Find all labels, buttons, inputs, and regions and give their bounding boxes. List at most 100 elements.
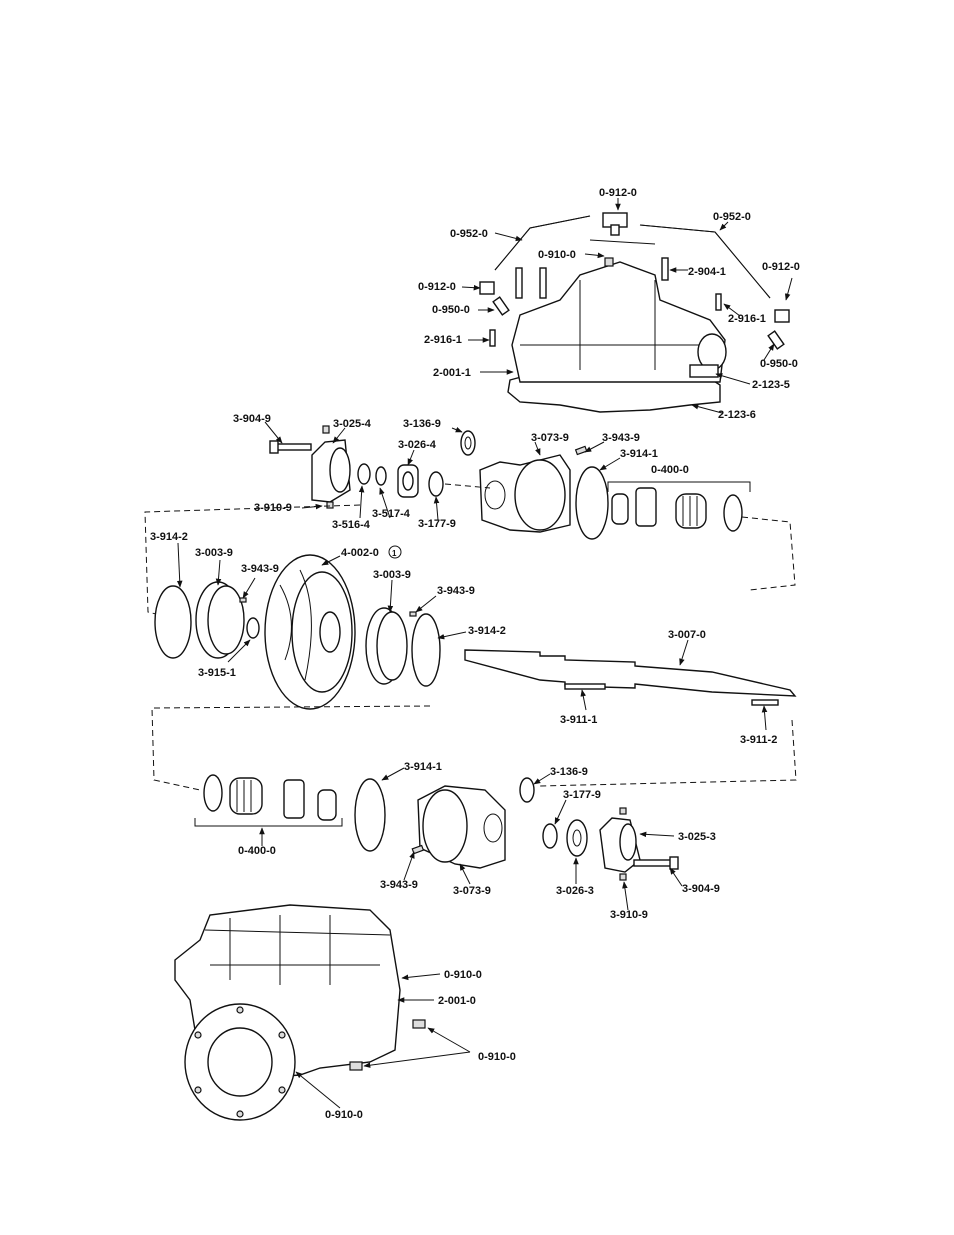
label-0-910-0: 0-910-0 bbox=[325, 1109, 363, 1121]
seal-ring bbox=[611, 493, 629, 525]
label-2-916-1: 2-916-1 bbox=[728, 313, 766, 325]
label-3-073-9: 3-073-9 bbox=[531, 432, 569, 444]
label-3-007-0: 3-007-0 bbox=[668, 629, 706, 641]
key-3-911-1 bbox=[564, 683, 606, 690]
label-3-517-4: 3-517-4 bbox=[372, 508, 411, 520]
key-ring bbox=[246, 617, 260, 639]
part-labels: 0-912-0 0-952-0 0-952-0 0-910-0 2-904-1 … bbox=[150, 187, 800, 1121]
o-ring bbox=[411, 613, 441, 687]
ring-3-136-9 bbox=[460, 430, 476, 456]
bearing bbox=[566, 819, 588, 857]
dowel-pin bbox=[715, 293, 722, 311]
label-3-915-1: 3-915-1 bbox=[198, 667, 236, 679]
label-3-904-9: 3-904-9 bbox=[682, 883, 720, 895]
seal-seat bbox=[203, 774, 223, 812]
label-3-025-3: 3-025-3 bbox=[678, 831, 716, 843]
label-0-912-0: 0-912-0 bbox=[418, 281, 456, 293]
ring-3-177-9 bbox=[428, 471, 444, 497]
label-2-123-6: 2-123-6 bbox=[718, 409, 756, 421]
rotating-element-group bbox=[144, 504, 797, 710]
label-3-943-9: 3-943-9 bbox=[380, 879, 418, 891]
plug bbox=[412, 1019, 426, 1029]
plug bbox=[604, 257, 614, 267]
label-3-904-9: 3-904-9 bbox=[233, 413, 271, 425]
nipple bbox=[767, 330, 785, 350]
label-3-516-4: 3-516-4 bbox=[332, 519, 371, 531]
label-0-910-0: 0-910-0 bbox=[538, 249, 576, 261]
label-3-914-2: 3-914-2 bbox=[150, 531, 188, 543]
shaft bbox=[464, 649, 797, 697]
seal-seat bbox=[723, 494, 743, 532]
bolt bbox=[274, 443, 312, 451]
label-3-003-9: 3-003-9 bbox=[195, 547, 233, 559]
o-ring bbox=[354, 778, 386, 852]
note-circle bbox=[388, 545, 402, 559]
label-3-943-9: 3-943-9 bbox=[602, 432, 640, 444]
plug bbox=[349, 1061, 363, 1071]
upper-casing-assembly bbox=[479, 212, 790, 413]
seal-ring bbox=[317, 789, 337, 821]
label-0-950-0: 0-950-0 bbox=[432, 304, 470, 316]
label-3-911-2: 3-911-2 bbox=[740, 734, 777, 746]
label-0-952-0: 0-952-0 bbox=[450, 228, 488, 240]
label-0-912-0: 0-912-0 bbox=[599, 187, 637, 199]
label-3-911-1: 3-911-1 bbox=[560, 714, 597, 726]
inboard-bearing-group bbox=[269, 425, 796, 591]
label-0-952-0: 0-952-0 bbox=[713, 211, 751, 223]
label-2-904-1: 2-904-1 bbox=[688, 266, 726, 278]
label-3-943-9: 3-943-9 bbox=[437, 585, 475, 597]
o-ring bbox=[154, 585, 192, 659]
lock-nut bbox=[375, 466, 387, 486]
label-2-123-5: 2-123-5 bbox=[752, 379, 790, 391]
label-4-002-0-note: 1 bbox=[392, 549, 397, 558]
bolt bbox=[539, 267, 547, 299]
label-3-026-4: 3-026-4 bbox=[398, 439, 437, 451]
label-0-912-0: 0-912-0 bbox=[762, 261, 800, 273]
seal-spring bbox=[675, 493, 707, 529]
label-3-914-1: 3-914-1 bbox=[620, 448, 658, 460]
seal-spring bbox=[229, 777, 263, 815]
bolt bbox=[515, 267, 523, 299]
plate-2-123-5 bbox=[689, 364, 719, 378]
label-2-001-1: 2-001-1 bbox=[433, 367, 471, 379]
label-0-400-0: 0-400-0 bbox=[238, 845, 276, 857]
label-3-943-9: 3-943-9 bbox=[241, 563, 279, 575]
label-0-910-0: 0-910-0 bbox=[478, 1051, 516, 1063]
label-0-950-0: 0-950-0 bbox=[760, 358, 798, 370]
label-3-025-4: 3-025-4 bbox=[333, 418, 372, 430]
label-3-136-9: 3-136-9 bbox=[403, 418, 441, 430]
label-3-914-2: 3-914-2 bbox=[468, 625, 506, 637]
bolt bbox=[661, 257, 669, 281]
label-3-177-9: 3-177-9 bbox=[563, 789, 601, 801]
label-3-136-9: 3-136-9 bbox=[550, 766, 588, 778]
label-2-916-1: 2-916-1 bbox=[424, 334, 462, 346]
label-4-002-0: 4-002-0 bbox=[341, 547, 379, 559]
ring-3-136-9 bbox=[519, 777, 535, 803]
key-3-911-2 bbox=[751, 699, 779, 706]
lock-washer bbox=[357, 463, 371, 485]
label-3-910-9: 3-910-9 bbox=[610, 909, 648, 921]
ring-3-177-9 bbox=[542, 823, 558, 849]
bolt bbox=[633, 859, 675, 867]
upper-casing bbox=[511, 261, 726, 383]
label-3-073-9: 3-073-9 bbox=[453, 885, 491, 897]
o-ring bbox=[575, 466, 609, 540]
label-3-003-9: 3-003-9 bbox=[373, 569, 411, 581]
label-0-400-0: 0-400-0 bbox=[651, 464, 689, 476]
seal-collar bbox=[635, 487, 657, 527]
label-3-910-9: 3-910-9 bbox=[254, 502, 292, 514]
label-3-026-3: 3-026-3 bbox=[556, 885, 594, 897]
label-0-910-0: 0-910-0 bbox=[444, 969, 482, 981]
label-2-001-0: 2-001-0 bbox=[438, 995, 476, 1007]
plug bbox=[322, 425, 330, 434]
seal-collar bbox=[283, 779, 305, 819]
label-3-914-1: 3-914-1 bbox=[404, 761, 442, 773]
nipple bbox=[492, 296, 510, 316]
lower-casing bbox=[174, 904, 426, 1121]
dowel-pin bbox=[489, 329, 496, 347]
leader-lines bbox=[176, 198, 793, 1109]
elbow-fitting bbox=[479, 281, 495, 295]
outboard-bearing-group bbox=[151, 705, 797, 881]
elbow-fitting bbox=[774, 309, 790, 323]
